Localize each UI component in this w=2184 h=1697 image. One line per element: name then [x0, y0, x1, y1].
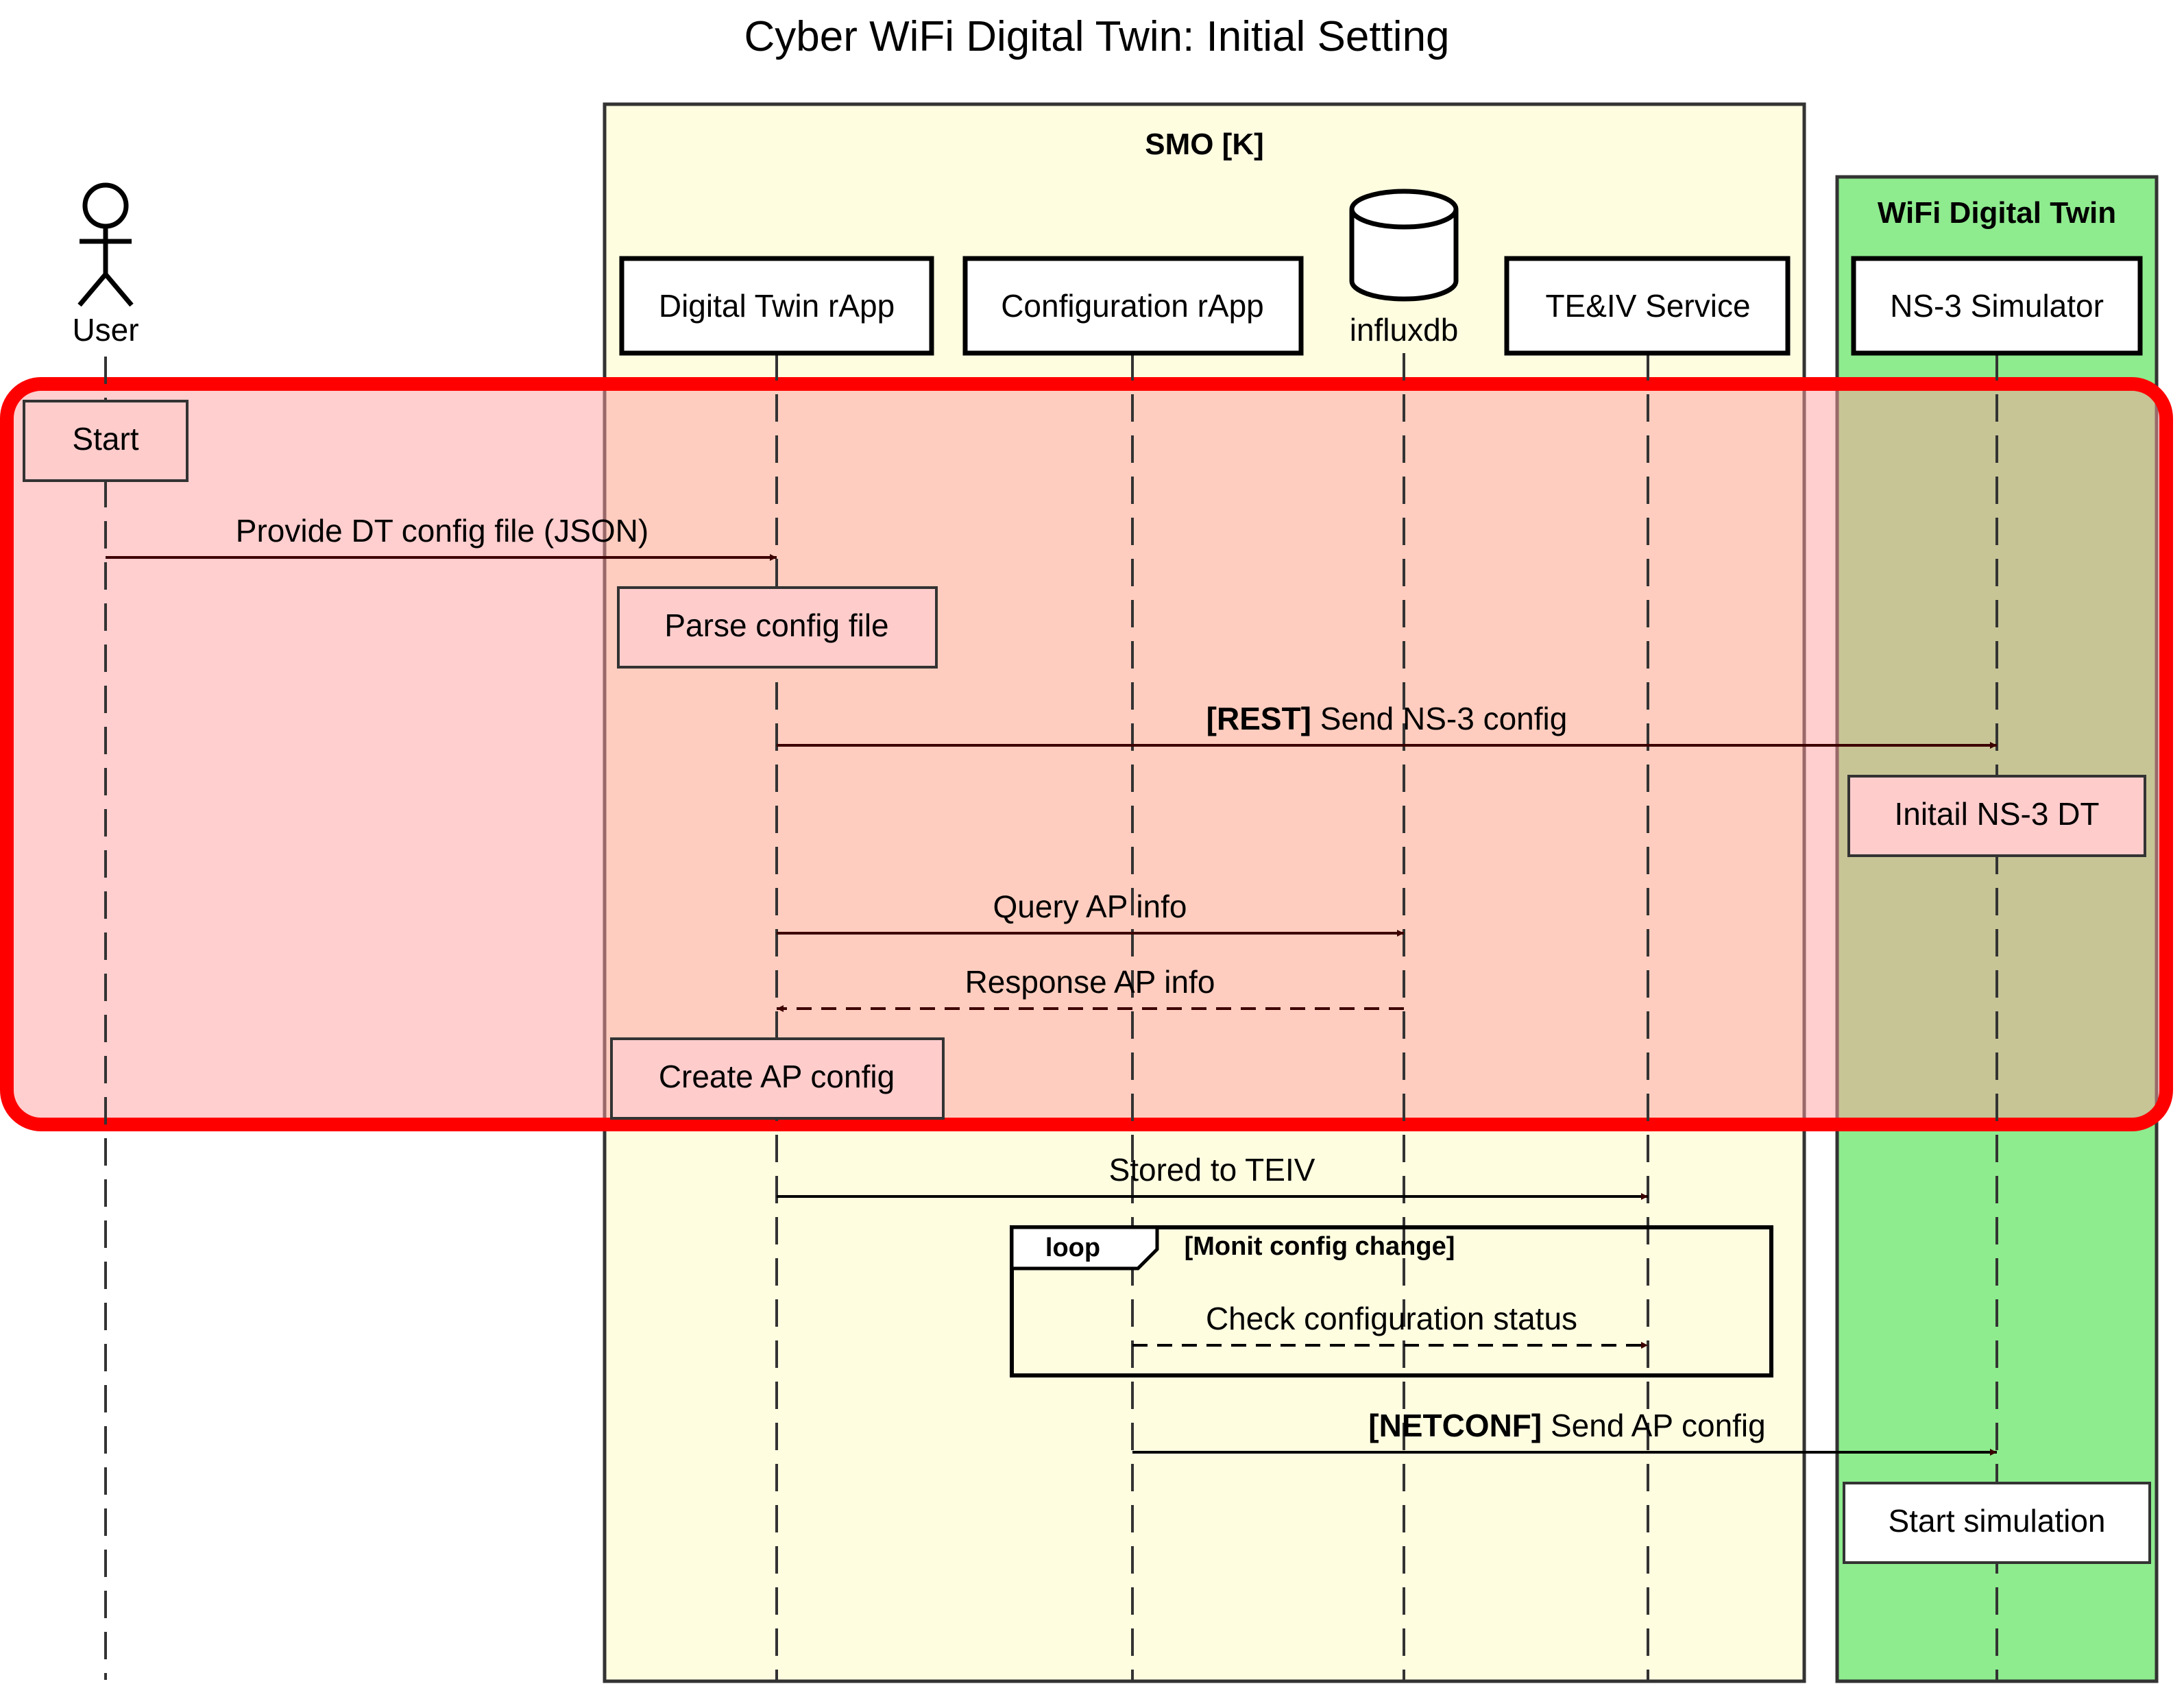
ns3-box [1851, 256, 2143, 356]
create-ap-config-note [610, 1037, 945, 1120]
send-ns3-text: Send NS-3 config [1311, 701, 1567, 736]
loop-keyword: loop [1045, 1233, 1100, 1262]
loop-frame [1010, 1225, 1773, 1377]
check-status-label: Check configuration status [1206, 1301, 1577, 1336]
teiv-label: TE&IV Service [1545, 288, 1750, 324]
init-ns3-note [1847, 775, 2146, 857]
ns3-label: NS-3 Simulator [1890, 288, 2104, 324]
smo-group-label: SMO [K] [1145, 128, 1264, 161]
teiv-box [1504, 256, 1791, 356]
send-ap-text: Send AP config [1542, 1408, 1766, 1443]
start-simulation-note-label: Start simulation [1888, 1503, 2105, 1539]
create-ap-config-note-label: Create AP config [659, 1059, 895, 1094]
rest-tag: [REST] [1206, 701, 1311, 736]
send-ap-label: [NETCONF] Send AP config [1368, 1408, 1765, 1443]
config-rapp-box [962, 256, 1304, 356]
query-ap-label: Query AP info [993, 889, 1187, 924]
loop-tab [1010, 1225, 1159, 1271]
init-ns3-note-label: Initail NS-3 DT [1894, 796, 2099, 832]
config-rapp-label: Configuration rApp [1001, 288, 1264, 324]
dt-rapp-box [619, 256, 934, 356]
provide-dt-label: Provide DT config file (JSON) [236, 513, 648, 549]
start-simulation-note [1843, 1482, 2151, 1564]
start-note-label: Start [72, 421, 138, 457]
highlight-region [0, 377, 2173, 1131]
stick-figure-icon [77, 182, 134, 307]
send-ns3-label: [REST] Send NS-3 config [1206, 701, 1568, 736]
netconf-tag: [NETCONF] [1368, 1408, 1542, 1443]
loop-condition: [Monit config change] [1185, 1232, 1455, 1261]
user-actor-label: User [72, 312, 138, 348]
parse-config-note [617, 586, 938, 669]
database-cylinder-icon [1349, 189, 1459, 302]
stored-teiv-label: Stored to TEIV [1109, 1152, 1315, 1188]
dt-rapp-label: Digital Twin rApp [659, 288, 895, 324]
start-note [23, 400, 189, 482]
parse-config-note-label: Parse config file [664, 607, 888, 643]
response-ap-label: Response AP info [965, 964, 1215, 1000]
influxdb-label: influxdb [1350, 312, 1459, 348]
wifi-digital-twin-group-label: WiFi Digital Twin [1878, 196, 2116, 230]
diagram-title: Cyber WiFi Digital Twin: Initial Setting [744, 13, 1449, 60]
